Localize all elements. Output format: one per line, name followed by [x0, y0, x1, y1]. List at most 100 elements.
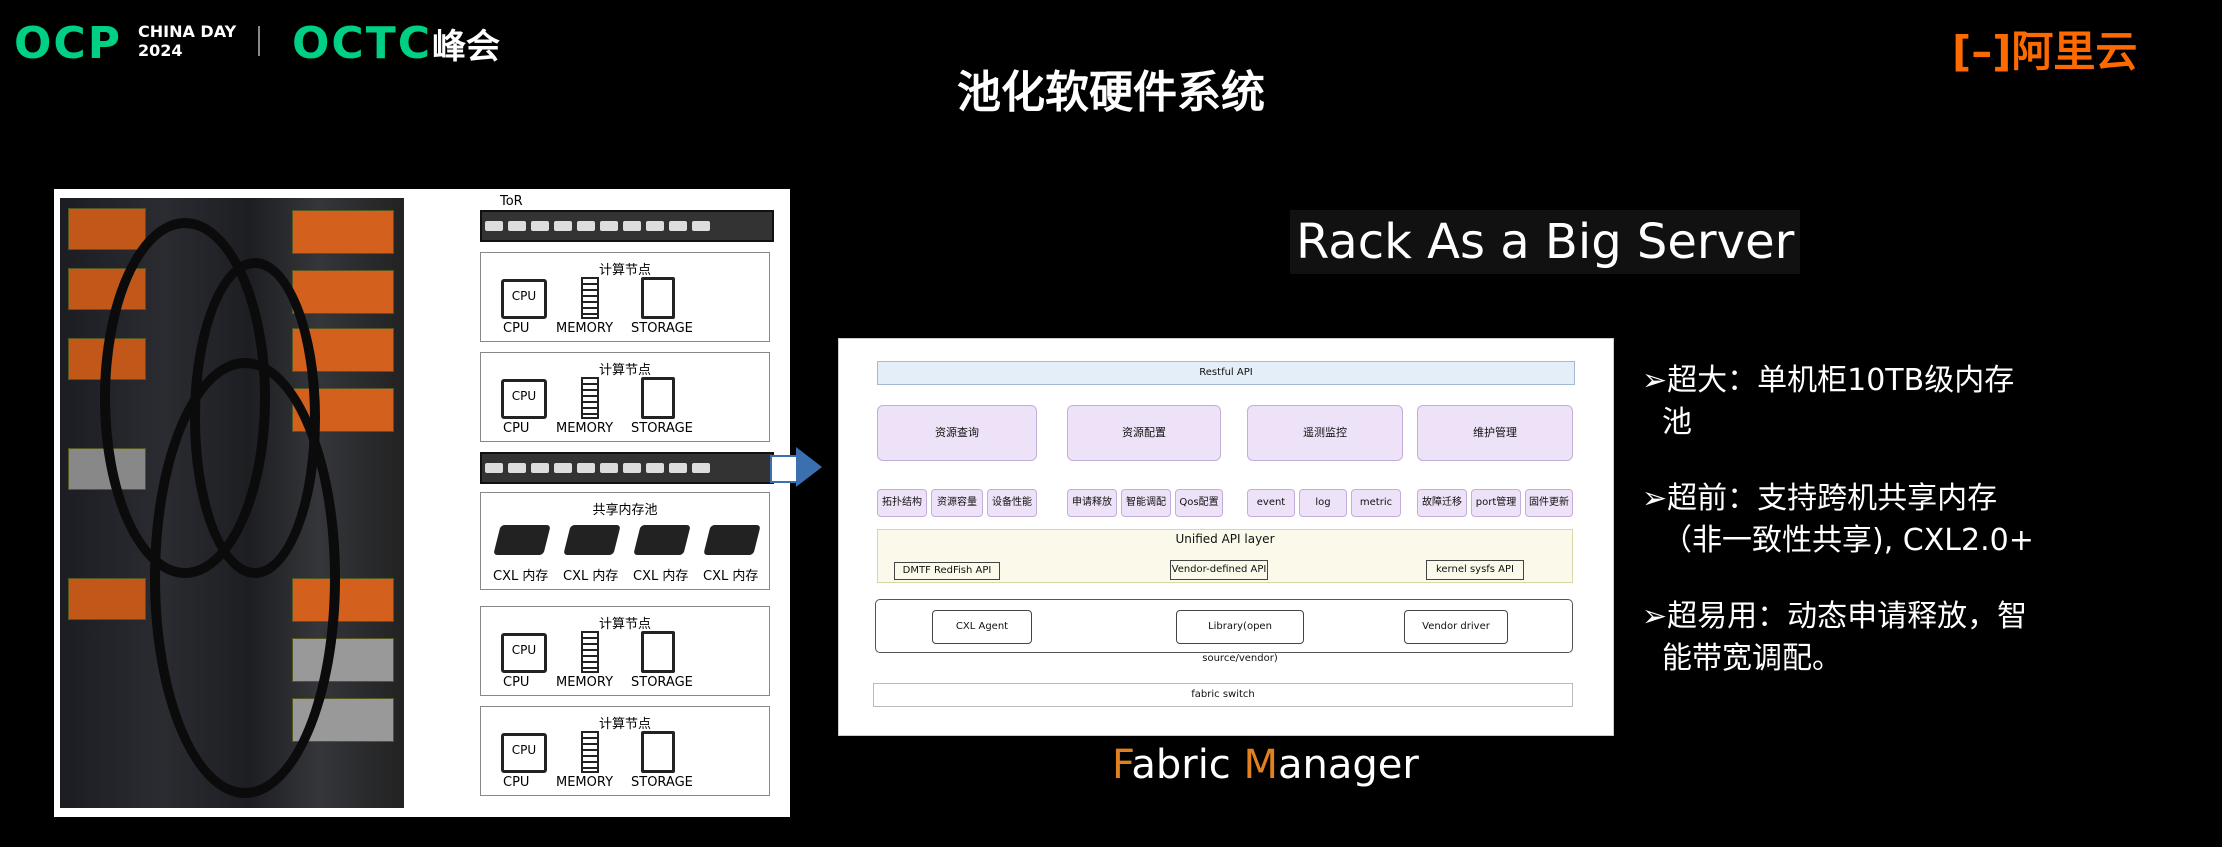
cpu-icon: CPU: [501, 733, 547, 773]
kernel-sysfs-box: kernel sysfs API: [1426, 560, 1524, 580]
rack-big-server-title: Rack As a Big Server: [1290, 210, 1801, 274]
cpu-label: CPU: [503, 321, 530, 336]
fabric-manager-diagram: Restful API 资源查询 资源配置 遥测监控 维护管理 拓扑结构 资源容…: [838, 338, 1614, 736]
memory-label: MEMORY: [556, 321, 614, 336]
compute-node-title: 计算节点: [598, 363, 651, 378]
summit-text: 峰会: [432, 27, 500, 67]
storage-label: STORAGE: [631, 775, 693, 790]
maintenance-block: 维护管理: [1417, 405, 1573, 461]
bullet-line: 能带宽调配。: [1662, 641, 1842, 676]
fabric-rest: abric: [1131, 742, 1244, 788]
octc-logo: OCTC峰会: [292, 18, 500, 69]
server-unit: [68, 208, 146, 250]
rack-photo: [60, 198, 404, 808]
cpu-label: CPU: [503, 421, 530, 436]
cxl-memory-icon: [493, 525, 551, 555]
pill-performance: 设备性能: [987, 489, 1037, 517]
cxl-memory-icon: [703, 525, 761, 555]
dmtf-redfish-box: DMTF RedFish API: [894, 562, 1000, 580]
bullet-line: ➢超前：支持跨机共享内存: [1642, 481, 1998, 516]
storage-label: STORAGE: [631, 421, 693, 436]
china-day-label: CHINA DAY 2024: [138, 22, 236, 60]
bullet-line: 池: [1662, 405, 1692, 440]
compute-node: 计算节点 CPU CPU MEMORY STORAGE: [480, 352, 770, 442]
cpu-icon: CPU: [501, 279, 547, 319]
storage-label: STORAGE: [631, 321, 693, 336]
china-day-text: CHINA DAY: [138, 22, 237, 41]
cpu-label: CPU: [503, 675, 530, 690]
memory-icon: [581, 731, 599, 773]
year-text: 2024: [138, 41, 183, 60]
pill-smart-alloc: 智能调配: [1121, 489, 1171, 517]
manager-initial: M: [1243, 742, 1279, 788]
fabric-switch-bar: fabric switch: [873, 683, 1573, 707]
tor-switch: [480, 210, 774, 242]
pill-firmware: 固件更新: [1525, 489, 1573, 517]
pill-topology: 拓扑结构: [877, 489, 927, 517]
telemetry-block: 遥测监控: [1247, 405, 1403, 461]
storage-label: STORAGE: [631, 675, 693, 690]
pill-log: log: [1299, 489, 1347, 517]
pill-event: event: [1247, 489, 1295, 517]
memory-label: MEMORY: [556, 775, 614, 790]
manager-rest: anager: [1278, 742, 1419, 788]
unified-api-title: Unified API layer: [1175, 532, 1275, 546]
bullet-large-capacity: ➢超大：单机柜10TB级内存 池: [1642, 360, 2014, 444]
cxl-label: CXL 内存: [493, 569, 549, 584]
cxl-label: CXL 内存: [633, 569, 689, 584]
pill-metric: metric: [1351, 489, 1401, 517]
arrow-head-icon: [796, 447, 822, 487]
ocp-logo: OCP: [14, 18, 122, 69]
server-unit: [292, 210, 394, 254]
vendor-driver-box: Vendor driver: [1404, 610, 1508, 644]
aliyun-bracket-icon: [–]: [1952, 27, 2012, 76]
cpu-icon: CPU: [501, 633, 547, 673]
memory-icon: [581, 377, 599, 419]
compute-node-title: 计算节点: [598, 717, 651, 732]
compute-node: 计算节点 CPU CPU MEMORY STORAGE: [480, 706, 770, 796]
memory-label: MEMORY: [556, 675, 614, 690]
cxl-label: CXL 内存: [563, 569, 619, 584]
fabric-manager-label: Fabric Manager: [1112, 742, 1419, 788]
fabric-initial: F: [1112, 742, 1132, 788]
storage-icon: [641, 631, 675, 673]
aliyun-text: 阿里云: [2011, 27, 2138, 76]
cable-bundle: [190, 258, 320, 578]
storage-icon: [641, 731, 675, 773]
pill-port-mgmt: port管理: [1471, 489, 1521, 517]
storage-icon: [641, 377, 675, 419]
pill-capacity: 资源容量: [931, 489, 983, 517]
server-unit: [292, 270, 394, 314]
pill-failover: 故障迁移: [1417, 489, 1467, 517]
bullet-line: （非一致性共享), CXL2.0+: [1662, 523, 2034, 558]
library-box: Library(open source/vendor): [1176, 610, 1304, 664]
driver-layer: CXL Agent Library(open source/vendor) Ve…: [875, 599, 1573, 664]
cxl-memory-icon: [633, 525, 691, 555]
slide-title: 池化软硬件系统: [957, 67, 1265, 118]
cxl-memory-icon: [563, 525, 621, 555]
shared-memory-pool: 共享内存池 CXL 内存 CXL 内存 CXL 内存 CXL 内存: [480, 492, 770, 590]
unified-api-layer: Unified API layer DMTF RedFish API Vendo…: [877, 529, 1573, 583]
resource-query-block: 资源查询: [877, 405, 1037, 461]
restful-api-bar: Restful API: [877, 361, 1575, 385]
memory-icon: [581, 277, 599, 319]
pill-qos: Qos配置: [1175, 489, 1223, 517]
bullet-line: ➢超大：单机柜10TB级内存: [1642, 363, 2015, 398]
compute-node-title: 计算节点: [598, 617, 651, 632]
bullet-line: ➢超易用：动态申请释放，智: [1642, 599, 2028, 634]
memory-label: MEMORY: [556, 421, 614, 436]
topology-diagram: ToR 计算节点 CPU CPU MEMORY STORAGE 计算节点 CPU…: [470, 192, 780, 808]
header-divider: [258, 26, 260, 56]
server-unit: [68, 578, 146, 620]
compute-node-title: 计算节点: [598, 263, 651, 278]
resource-config-block: 资源配置: [1067, 405, 1221, 461]
memory-icon: [581, 631, 599, 673]
bullet-advanced: ➢超前：支持跨机共享内存 （非一致性共享), CXL2.0+: [1642, 478, 2034, 562]
storage-icon: [641, 277, 675, 319]
octc-text: OCTC: [292, 18, 432, 69]
pill-apply-release: 申请释放: [1067, 489, 1117, 517]
compute-node: 计算节点 CPU CPU MEMORY STORAGE: [480, 252, 770, 342]
aliyun-logo: [–]阿里云: [1952, 18, 2137, 79]
cxl-switch: [480, 452, 774, 484]
tor-label: ToR: [500, 194, 523, 209]
